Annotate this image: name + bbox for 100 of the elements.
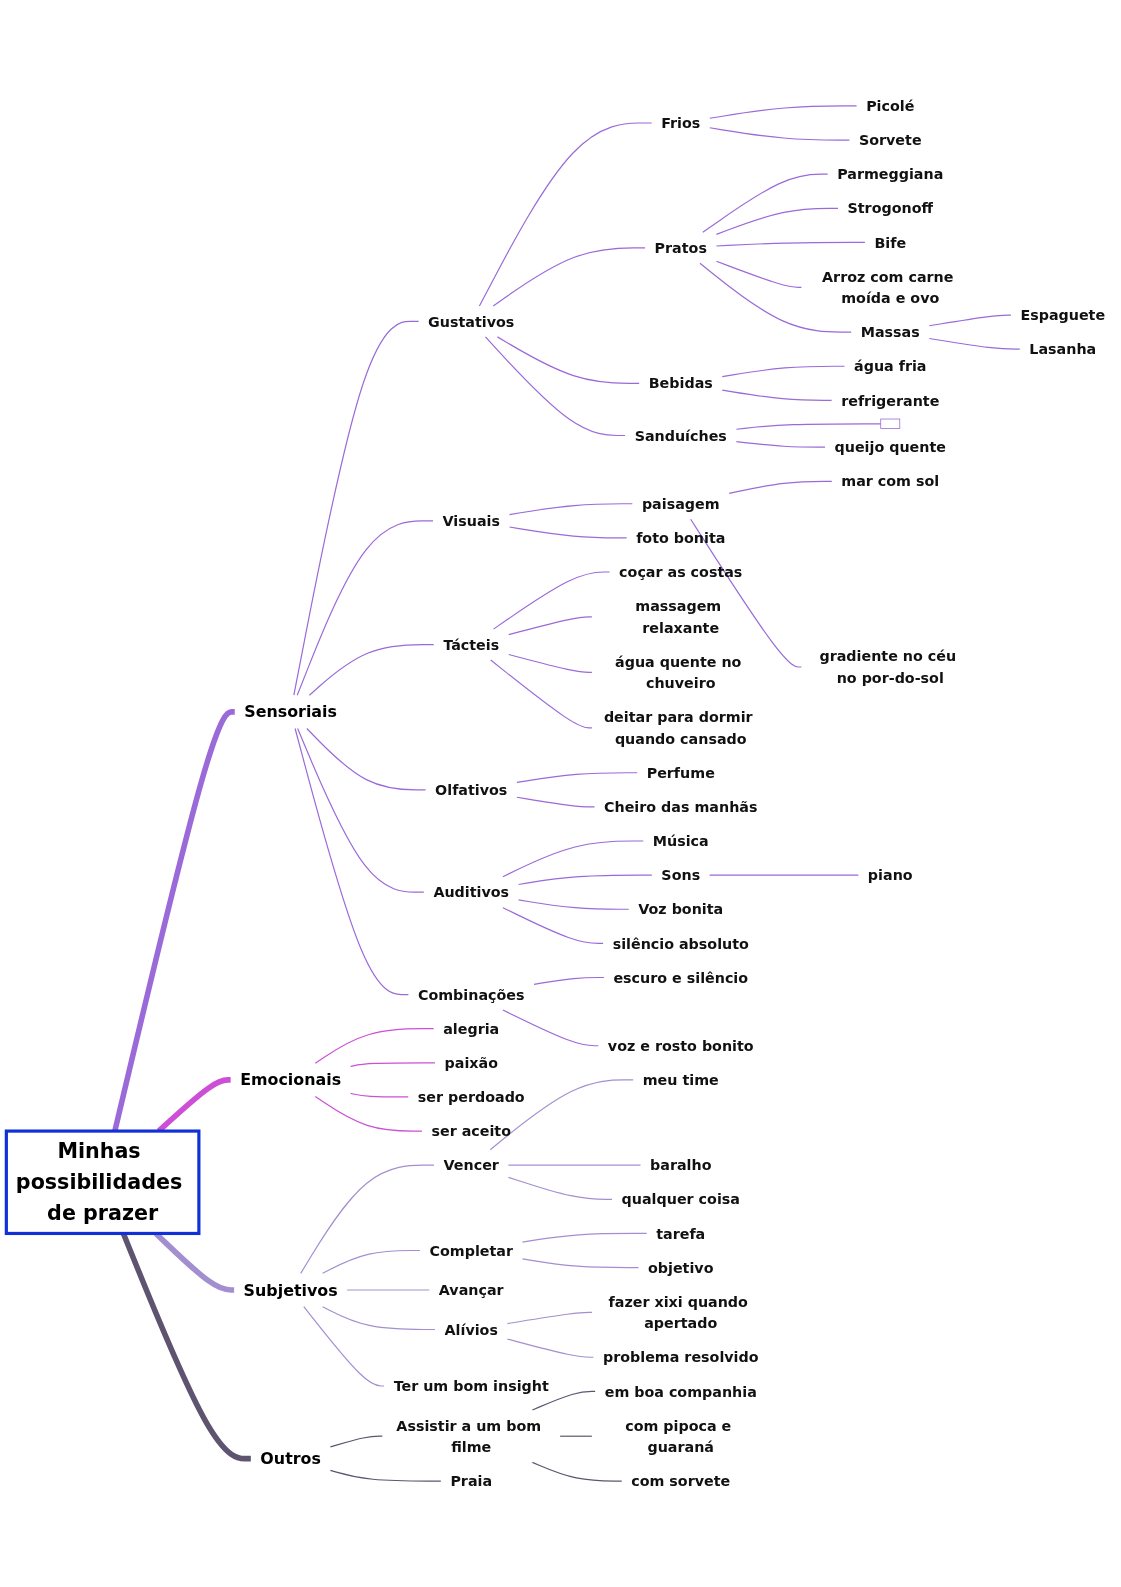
connector — [508, 503, 633, 516]
connector — [699, 262, 852, 333]
connector — [735, 441, 826, 448]
node-text: Parmeggiana — [837, 165, 944, 183]
node-text: Vencer — [443, 1156, 499, 1174]
connector — [502, 1009, 599, 1047]
node-text: Gustativos — [428, 313, 515, 330]
node-text: silêncio absoluto — [612, 935, 749, 952]
connector — [322, 1306, 436, 1331]
node-text: em boa companhia — [604, 1383, 757, 1400]
connector — [350, 1092, 409, 1098]
connector — [306, 727, 427, 791]
connector — [308, 644, 435, 696]
connector — [533, 976, 605, 985]
node-text: deitar para dormir quando cansado — [603, 708, 753, 747]
node-text: Assistir a um bom filme — [396, 1417, 542, 1456]
connector — [709, 127, 850, 141]
connector — [120, 1232, 251, 1462]
connector — [297, 727, 425, 893]
node-text: ser aceito — [431, 1122, 512, 1140]
connector — [314, 1028, 435, 1064]
node-text: com sorvete — [631, 1472, 731, 1490]
connector — [350, 1062, 436, 1067]
connector — [507, 1176, 613, 1200]
node-text: queijo quente — [834, 438, 946, 456]
node-text: voz e rosto bonito — [607, 1037, 754, 1055]
node-text: Tácteis — [443, 636, 500, 653]
node-text: ser perdoado — [417, 1088, 525, 1106]
connector — [492, 247, 646, 307]
node-text: Voz bonita — [638, 900, 724, 918]
node-text: Alívios — [444, 1321, 498, 1338]
connector — [322, 1249, 421, 1274]
connector — [294, 727, 409, 996]
connector — [531, 1390, 596, 1411]
connector — [721, 365, 846, 378]
node-text: Bife — [874, 234, 907, 251]
node-text: Espaguete — [1020, 306, 1106, 324]
node-text: Frios — [661, 114, 701, 132]
connector — [518, 874, 653, 886]
node-text: alegria — [443, 1020, 500, 1038]
connector — [329, 1469, 442, 1482]
node-text: Praia — [450, 1472, 493, 1490]
node-text: Ter um bom insight — [393, 1377, 549, 1395]
connector — [303, 1306, 385, 1387]
node-text: água fria — [854, 357, 927, 375]
node-text: gradiente no céu no por-do-sol — [819, 647, 957, 687]
node-text: Visuais — [442, 512, 500, 530]
node-text: mar com sol — [841, 472, 940, 490]
node-text: Sorvete — [858, 131, 922, 149]
node-text: Cheiro das manhãs — [604, 798, 758, 816]
connector — [502, 907, 604, 944]
node-text: coçar as costas — [619, 563, 743, 581]
connector — [928, 337, 1021, 350]
connector — [928, 314, 1012, 327]
connector — [112, 709, 235, 1132]
node-text: Bebidas — [648, 374, 713, 392]
connector — [508, 653, 593, 673]
connector — [715, 260, 802, 288]
node-text: Sons — [661, 866, 701, 884]
node-text: Emocionais — [240, 1070, 342, 1090]
connector — [715, 241, 866, 247]
connector — [508, 616, 593, 636]
connector — [715, 207, 839, 235]
connector — [502, 840, 644, 878]
node-text: Lasanha — [1029, 340, 1097, 358]
node-text: escuro e silêncio — [613, 969, 749, 986]
connector — [516, 796, 596, 808]
node-text: meu time — [642, 1071, 719, 1089]
node-text: fazer xixi quando apertado — [608, 1293, 748, 1332]
connector — [709, 874, 859, 876]
connector — [484, 336, 626, 437]
connector — [516, 772, 638, 783]
node-text: com pipoca e guaraná — [625, 1417, 732, 1456]
connector — [492, 571, 611, 630]
connector — [507, 1164, 642, 1166]
connector — [521, 1232, 648, 1243]
connector — [314, 1095, 423, 1132]
connector — [478, 122, 653, 307]
connector — [329, 1435, 383, 1448]
node-text: Pratos — [654, 239, 707, 257]
connector — [531, 1461, 623, 1482]
node-text: baralho — [650, 1156, 712, 1174]
connector — [489, 1079, 634, 1151]
node-text: paixão — [444, 1054, 498, 1072]
node-text: água quente no chuveiro — [615, 653, 742, 692]
connector — [300, 1164, 435, 1274]
connector — [728, 480, 833, 494]
node-text: Completar — [429, 1242, 513, 1259]
node-text: massagem relaxante — [635, 597, 722, 636]
node-text: Auditivos — [433, 883, 510, 901]
node-text: Perfume — [646, 764, 715, 782]
node-text: paisagem — [641, 495, 720, 513]
node-text: piano — [867, 866, 913, 884]
node-text: Picolé — [866, 97, 915, 115]
node-text: Combinações — [417, 986, 525, 1003]
node-text: Strogonoff — [847, 199, 934, 217]
node-box — [880, 418, 901, 429]
connector — [709, 105, 858, 119]
node-text: Sensoriais — [244, 702, 337, 722]
node-box: Minhas possibilidades de prazer — [4, 1129, 201, 1236]
